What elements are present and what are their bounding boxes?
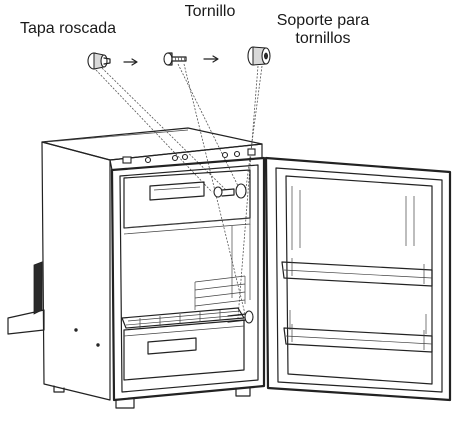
wire-shelf — [121, 275, 246, 329]
threaded-cap-part — [87, 52, 111, 70]
frame-screw-upper — [213, 183, 247, 199]
label-screw-holder: Soporte para tornillos — [258, 12, 388, 48]
screw-part — [163, 52, 187, 66]
crisper-drawer — [123, 319, 245, 381]
label-threaded-cap: Tapa roscada — [19, 20, 117, 37]
arrow-cap-to-screw-icon — [123, 58, 138, 66]
frame-screw-lower — [227, 310, 254, 324]
label-screw-holder-line1: Soporte para — [276, 12, 370, 29]
fridge-body — [7, 127, 266, 409]
fridge-door — [264, 156, 452, 402]
label-screw-holder-line2: tornillos — [295, 30, 351, 47]
label-screw: Tornillo — [184, 3, 236, 20]
screw-holder-part — [247, 46, 271, 66]
arrow-screw-to-holder-icon — [203, 55, 219, 63]
